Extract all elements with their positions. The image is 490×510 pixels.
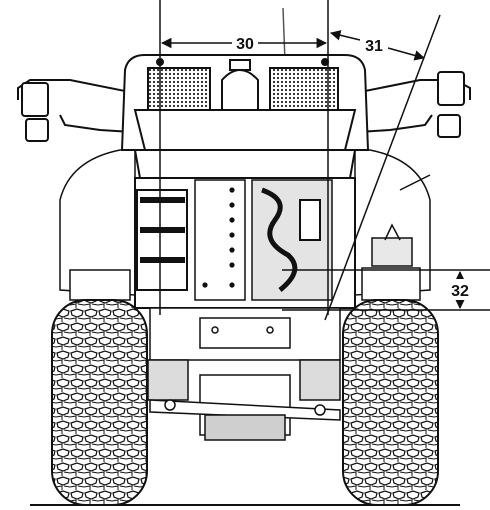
rear-axle xyxy=(147,307,341,441)
left-mirror xyxy=(17,79,133,142)
antenna xyxy=(282,7,286,63)
left-rear-grill xyxy=(147,67,211,111)
dimension-32: 32 xyxy=(282,269,490,311)
cab xyxy=(120,54,370,151)
dimension-30-label: 30 xyxy=(236,36,254,53)
left-tire xyxy=(51,299,148,506)
right-mirror xyxy=(357,71,471,138)
dimension-31: 31 xyxy=(324,14,441,321)
left-fender xyxy=(59,149,136,301)
radiator-grille xyxy=(136,189,188,291)
right-fender xyxy=(354,149,431,301)
engine-hood xyxy=(133,149,357,309)
dimension-31-label: 31 xyxy=(365,38,383,55)
dimension-32-label: 32 xyxy=(451,283,469,300)
right-tire xyxy=(342,299,439,506)
dimension-30: 30 xyxy=(159,0,329,315)
